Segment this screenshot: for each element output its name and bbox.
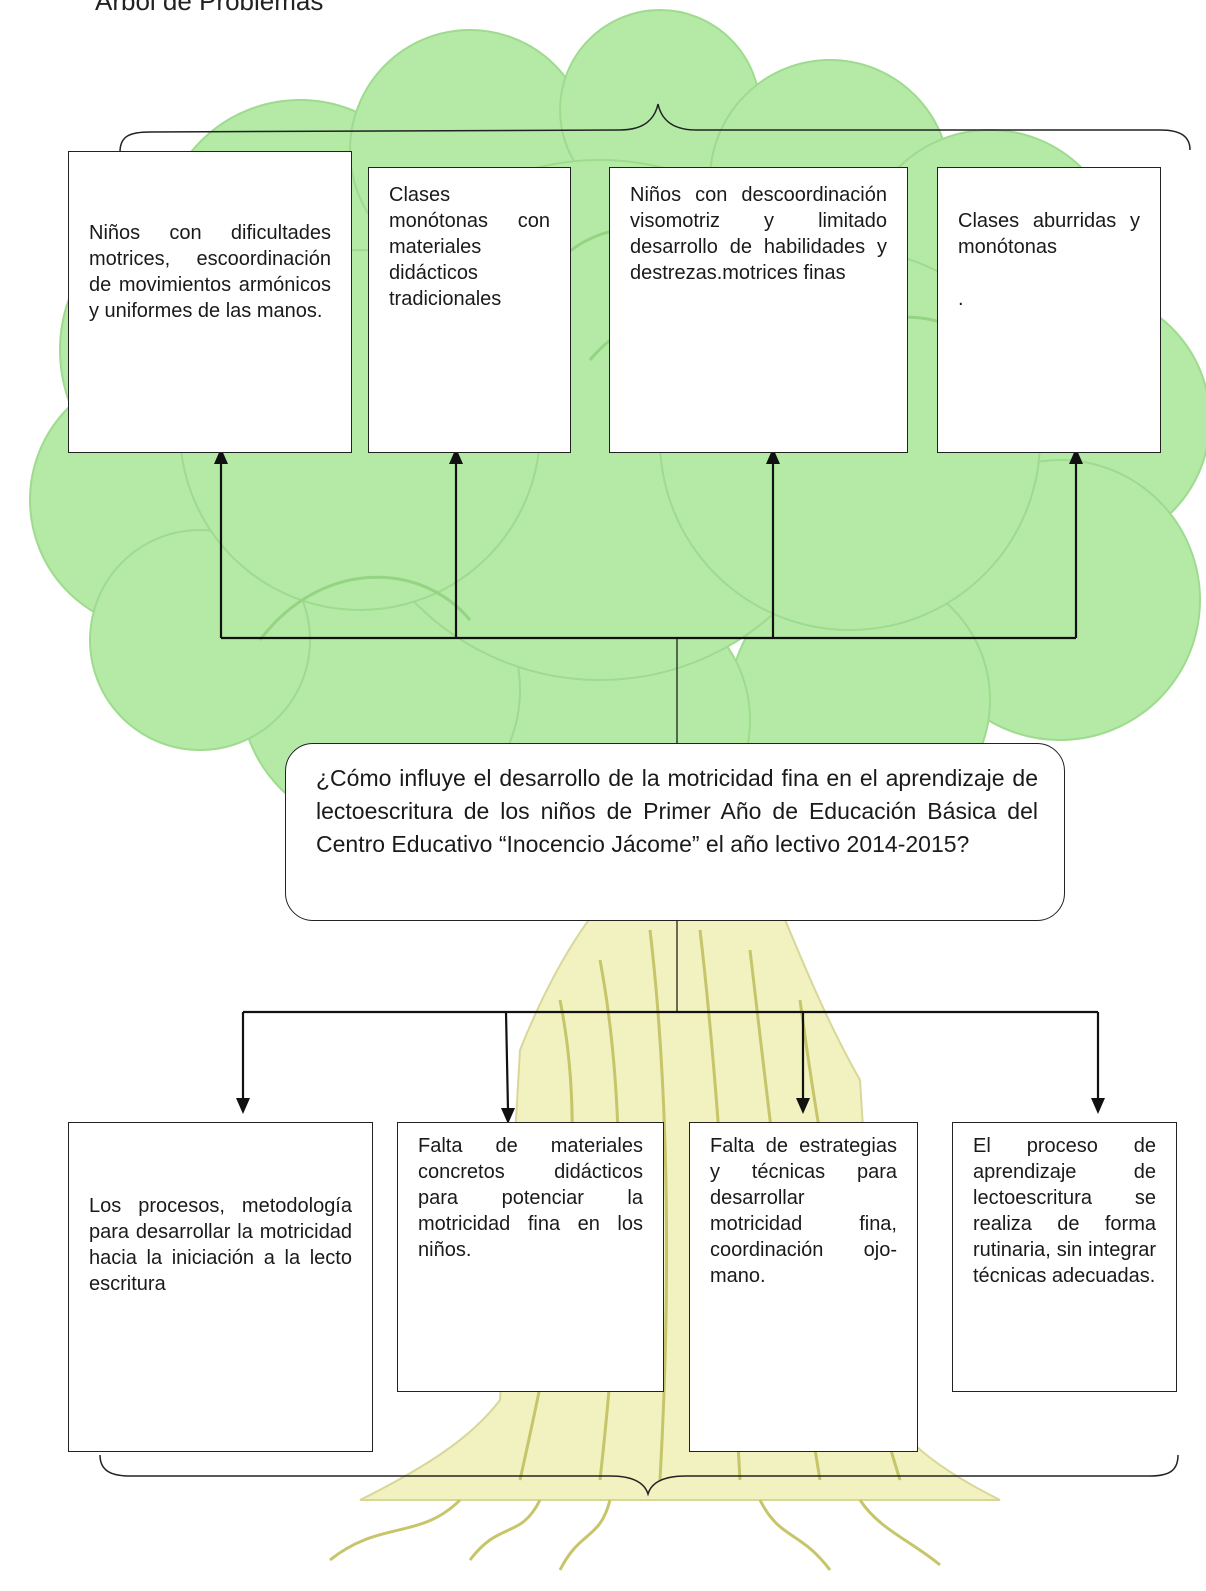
cause-box-3: Falta de estrategias y técnicas para des… [689,1122,918,1452]
cause-box-2: Falta de materiales concretos didácticos… [397,1122,664,1392]
central-problem-box: ¿Cómo influye el desarrollo de la motric… [285,743,1065,921]
effects-arrowheads [214,448,1083,464]
effects-brace [119,103,1191,153]
header-fragment: Árbol de Problemas [95,0,324,16]
causes-arrowheads [236,1098,1105,1124]
effect-text-4: Clases aburridas y monótonas . [958,210,1140,310]
effect-text-1: Niños con dificultades motrices, escoord… [89,222,331,322]
cause-text-1: Los procesos, metodología para desarroll… [89,1195,352,1295]
causes-brace [99,1454,1179,1497]
effect-box-1: Niños con dificultades motrices, escoord… [68,151,352,453]
effect-box-4: Clases aburridas y monótonas . [937,167,1161,453]
central-problem-text: ¿Cómo influye el desarrollo de la motric… [316,765,1038,857]
effect-text-3: Niños con descoordinación visomotriz y l… [630,184,887,284]
effect-text-2: Clases monótonas con materiales didáctic… [389,184,550,310]
effect-box-2: Clases monótonas con materiales didáctic… [368,167,571,453]
effect-box-3: Niños con descoordinación visomotriz y l… [609,167,908,453]
cause-box-1: Los procesos, metodología para desarroll… [68,1122,373,1452]
effects-connectors [219,462,1078,640]
cause-box-4: El proceso de aprendizaje de lectoescrit… [952,1122,1177,1392]
cause-text-3: Falta de estrategias y técnicas para des… [710,1135,897,1287]
cause-text-2: Falta de materiales concretos didácticos… [418,1135,643,1261]
cause-text-4: El proceso de aprendizaje de lectoescrit… [973,1135,1156,1287]
causes-connectors [241,1010,1100,1111]
